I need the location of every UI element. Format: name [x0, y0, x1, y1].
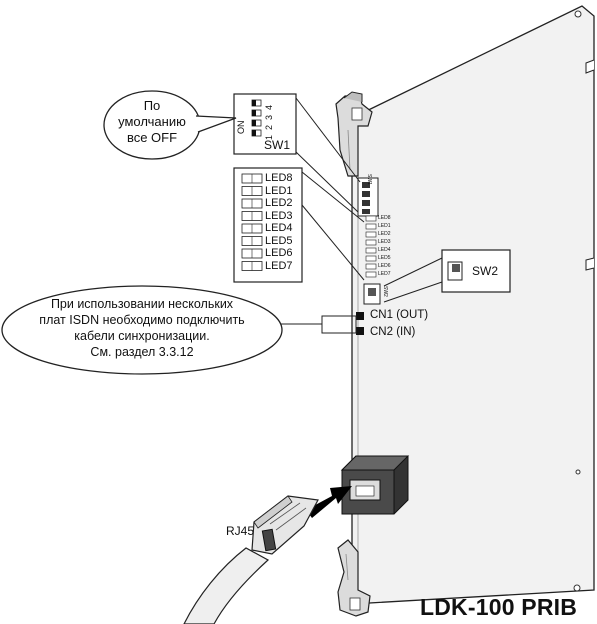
sw1-label: SW1: [264, 138, 291, 152]
board-notch: [585, 59, 595, 74]
board-cn2: [356, 327, 364, 335]
board-led-column: [365, 215, 377, 278]
rj45-cable: [183, 547, 270, 624]
board-silk-led-label: LED8: [378, 215, 391, 221]
insert-arrow: [306, 486, 352, 518]
sw1-position-1: 1: [264, 134, 274, 140]
board-led: [365, 215, 377, 222]
board-silk-sw1: SW1: [366, 174, 372, 185]
board-sw1-switch: [357, 177, 379, 217]
sw1-on-label: ON: [236, 120, 246, 135]
sw1-position-2: 2: [264, 124, 274, 130]
default-off-bubble: [103, 90, 237, 160]
board-notch: [585, 257, 595, 271]
board-silk-led-label: LED7: [378, 271, 391, 277]
rj45-label: RJ45: [226, 524, 255, 538]
top-ejector-lever: [335, 91, 373, 177]
board-led: [365, 271, 377, 278]
board-led: [365, 263, 377, 270]
mounting-hole: [575, 469, 581, 475]
board-cn1: [356, 312, 364, 320]
zoom-led-squares: [241, 173, 263, 271]
led-label: LED3: [265, 209, 293, 222]
sw1-position-4: 4: [264, 104, 274, 110]
sw2-label: SW2: [472, 264, 499, 278]
board-led: [365, 223, 377, 230]
default-off-callout: По умолчанию все OFF: [118, 98, 186, 145]
board-silk-led-label: LED3: [378, 239, 391, 245]
board-led: [365, 239, 377, 246]
led-label: LED7: [265, 259, 293, 272]
board-silk-led-label: LED2: [378, 231, 391, 237]
rj45-jack: [340, 455, 410, 515]
board-silk-led-label: LED4: [378, 247, 391, 253]
led-label: LED4: [265, 222, 293, 234]
led-label: LED8: [265, 172, 293, 184]
board-sw2-switch: [363, 283, 381, 305]
sync-note-callout: При использовании нескольких плат ISDN н…: [39, 297, 245, 359]
sw1-zoom-box: [233, 93, 297, 155]
bottom-ejector-lever: [337, 539, 371, 617]
cn1-label: CN1 (OUT): [370, 309, 429, 321]
board-silk-sw2: SW2: [382, 286, 388, 297]
rj45-plug: [251, 495, 319, 555]
led-label: LED1: [265, 184, 293, 197]
sw2-zoom-box: [441, 249, 511, 293]
board-silk-led-label: LED5: [378, 255, 391, 261]
board-led: [365, 247, 377, 254]
mounting-hole: [574, 10, 582, 18]
cn2-label: CN2 (IN): [370, 326, 416, 338]
led-label: LED5: [265, 234, 293, 247]
board-silk-led-label: LED6: [378, 263, 391, 269]
mounting-hole: [573, 584, 581, 592]
led-label: LED6: [265, 247, 293, 259]
board-led: [365, 255, 377, 262]
led-label: LED2: [265, 197, 293, 209]
board-title: LDK-100 PRIB: [420, 594, 578, 620]
board-led: [365, 231, 377, 238]
sync-note-bubble: [1, 285, 357, 375]
sw1-position-3: 3: [264, 114, 274, 120]
board-silk-led-label: LED1: [378, 223, 391, 229]
